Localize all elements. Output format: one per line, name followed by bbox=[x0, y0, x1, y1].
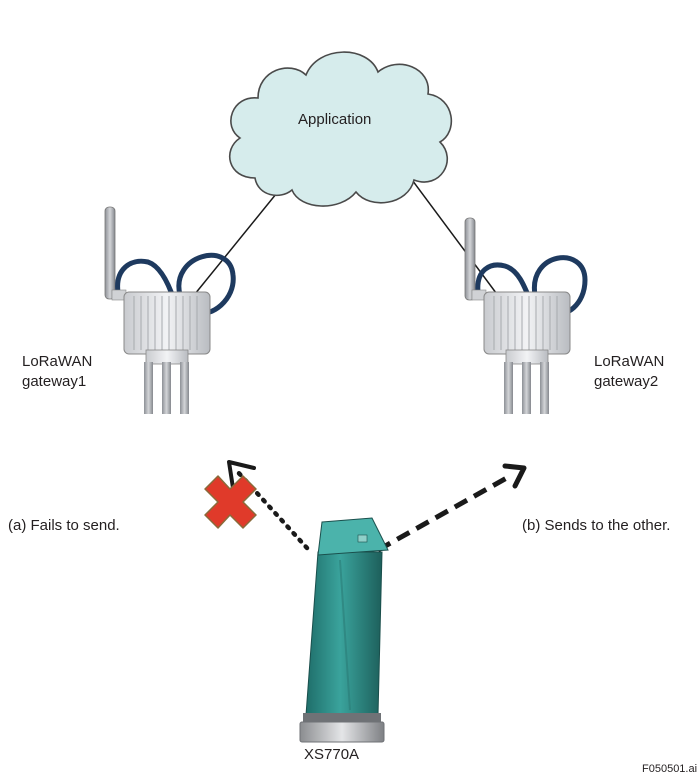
antenna-icon bbox=[464, 217, 476, 301]
gateway2-label-line2: gateway2 bbox=[594, 373, 659, 390]
mount-pipe bbox=[504, 362, 513, 414]
antenna-icon bbox=[104, 206, 116, 300]
device-label: XS770A bbox=[304, 746, 360, 763]
mount-pipe bbox=[540, 362, 549, 414]
gateway1-label-line2: gateway1 bbox=[22, 373, 87, 390]
cable-loop-icon bbox=[115, 258, 177, 301]
gateway1-label: LoRaWAN gateway1 bbox=[22, 352, 92, 392]
mount-pipe bbox=[522, 362, 531, 414]
mount-pipe bbox=[144, 362, 153, 414]
xs770a-device bbox=[299, 517, 389, 743]
device-base bbox=[299, 721, 385, 743]
gateway2-device bbox=[464, 217, 588, 414]
path-b-arrow bbox=[376, 463, 527, 553]
application-cloud bbox=[229, 51, 453, 207]
figure-id: F050501.ai bbox=[642, 763, 697, 775]
path-b-label: (b) Sends to the other. bbox=[522, 517, 671, 534]
cloud-label: Application bbox=[298, 111, 372, 128]
gateway2-label: LoRaWAN gateway2 bbox=[594, 352, 664, 392]
mount-pipe bbox=[180, 362, 189, 414]
path-a-label: (a) Fails to send. bbox=[8, 517, 120, 534]
mount-pipe bbox=[162, 362, 171, 414]
gateway1-device bbox=[104, 206, 236, 414]
gateway1-label-line1: LoRaWAN bbox=[22, 353, 93, 370]
cable-loop-icon bbox=[475, 262, 533, 301]
fail-x-icon bbox=[204, 475, 257, 529]
gateway2-label-line1: LoRaWAN bbox=[594, 353, 665, 370]
